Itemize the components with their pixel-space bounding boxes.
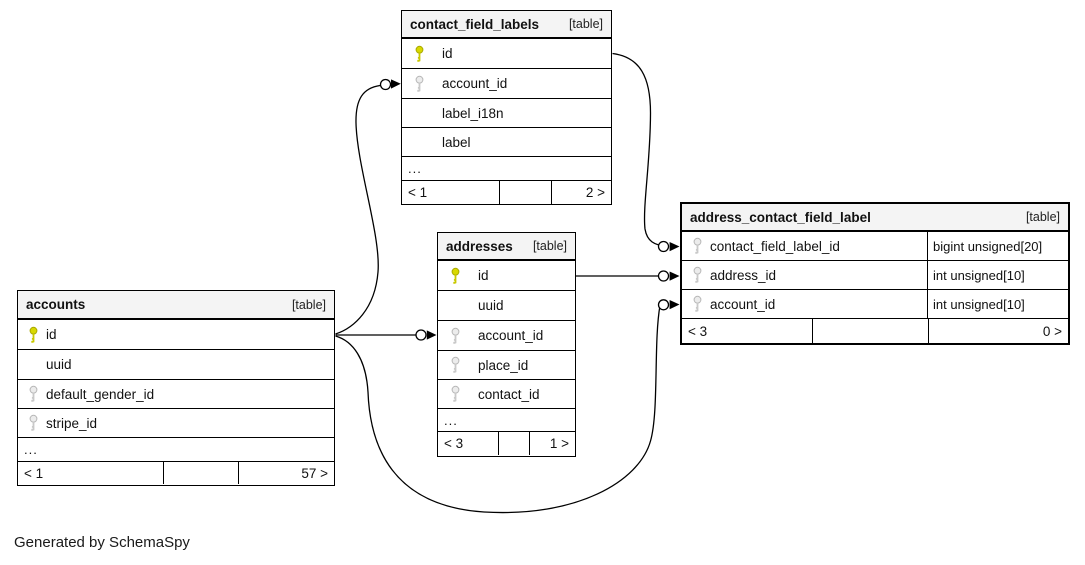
zero-circle-marker xyxy=(657,270,670,282)
table-footer: < 3 0 > xyxy=(682,319,1068,343)
more-columns-indicator: ... xyxy=(402,157,611,181)
column-name: label xyxy=(442,134,471,150)
column-row: uuid xyxy=(438,291,575,321)
table-name[interactable]: addresses xyxy=(446,238,513,254)
footer-spacer xyxy=(163,462,238,484)
foreign-key-icon xyxy=(450,327,461,344)
column-row: account_id int unsigned[10] xyxy=(682,290,1068,319)
column-row: place_id xyxy=(438,351,575,380)
foreign-key-icon xyxy=(414,75,425,92)
zero-circle-marker xyxy=(657,240,670,253)
zero-circle-marker xyxy=(415,329,427,341)
table-name[interactable]: accounts xyxy=(26,297,86,312)
column-name: account_id xyxy=(442,76,508,91)
table-badge: [table] xyxy=(1025,210,1060,224)
children-count: < 1 xyxy=(408,185,428,200)
table-footer: < 3 1 > xyxy=(438,432,575,455)
column-name: id xyxy=(442,46,453,61)
table-address-contact-field-label[interactable]: address_contact_field_label [table] cont… xyxy=(680,202,1070,345)
children-count: < 3 xyxy=(688,323,708,339)
column-row: contact_field_label_id bigint unsigned[2… xyxy=(682,232,1068,261)
table-header[interactable]: accounts [table] xyxy=(18,291,334,320)
table-header[interactable]: addresses [table] xyxy=(438,233,575,261)
column-row: contact_id xyxy=(438,380,575,409)
arrowhead-icon xyxy=(669,271,680,281)
column-row: account_id xyxy=(402,69,611,99)
zero-circle-marker xyxy=(379,78,392,91)
footer-spacer xyxy=(812,319,928,343)
parents-count: 2 > xyxy=(551,181,611,204)
table-footer: < 1 2 > xyxy=(402,181,611,204)
table-footer: < 1 57 > xyxy=(18,462,334,484)
primary-key-icon xyxy=(414,45,425,62)
column-name: uuid xyxy=(46,357,72,372)
column-name: place_id xyxy=(478,357,529,373)
column-row: address_id int unsigned[10] xyxy=(682,261,1068,290)
parents-count: 1 > xyxy=(529,432,575,455)
column-name: label_i18n xyxy=(442,105,504,121)
more-columns-indicator: ... xyxy=(438,409,575,432)
column-row: default_gender_id xyxy=(18,380,334,409)
column-name: id xyxy=(46,327,57,342)
arrowhead-icon xyxy=(669,242,680,252)
table-badge: [table] xyxy=(532,239,567,253)
column-row: label_i18n xyxy=(402,99,611,128)
foreign-key-icon xyxy=(28,385,39,403)
column-name: account_id xyxy=(478,328,544,343)
table-header[interactable]: contact_field_labels [table] xyxy=(402,11,611,39)
table-badge: [table] xyxy=(291,297,326,312)
column-type: int unsigned[10] xyxy=(927,290,1068,318)
table-name[interactable]: address_contact_field_label xyxy=(690,209,871,225)
parents-count: 57 > xyxy=(238,462,334,484)
foreign-key-icon xyxy=(692,266,703,284)
column-name: contact_id xyxy=(478,386,540,402)
generator-caption: Generated by SchemaSpy xyxy=(14,534,190,551)
foreign-key-icon xyxy=(692,237,703,255)
relationship-line-contact-field-labels-address-contact-field-label xyxy=(612,52,669,248)
arrowhead-icon xyxy=(669,300,680,310)
table-accounts[interactable]: accounts [table] id uuid default_gender_… xyxy=(17,290,335,486)
footer-spacer xyxy=(498,432,529,455)
children-count: < 3 xyxy=(444,436,464,451)
column-row: id xyxy=(18,320,334,350)
column-name: address_id xyxy=(710,267,777,283)
table-contact-field-labels[interactable]: contact_field_labels [table] id account_… xyxy=(401,10,612,205)
foreign-key-icon xyxy=(28,414,39,432)
parents-count: 0 > xyxy=(928,319,1068,343)
footer-spacer xyxy=(499,181,551,204)
column-name: default_gender_id xyxy=(46,386,155,402)
table-name[interactable]: contact_field_labels xyxy=(410,16,540,32)
column-type: bigint unsigned[20] xyxy=(927,232,1068,260)
column-row: id xyxy=(438,261,575,291)
column-row: stripe_id xyxy=(18,409,334,438)
foreign-key-icon xyxy=(450,385,461,403)
column-name: uuid xyxy=(478,298,504,313)
column-name: account_id xyxy=(710,296,776,312)
more-columns-indicator: ... xyxy=(18,438,334,462)
relationship-line-accounts-address-contact-field-label xyxy=(335,304,669,514)
table-header[interactable]: address_contact_field_label [table] xyxy=(682,204,1068,232)
zero-circle-marker xyxy=(657,299,670,311)
column-row: account_id xyxy=(438,321,575,351)
foreign-key-icon xyxy=(692,295,703,313)
primary-key-icon xyxy=(450,267,461,284)
column-row: label xyxy=(402,128,611,157)
arrowhead-icon xyxy=(426,330,437,340)
foreign-key-icon xyxy=(450,356,461,374)
relationship-line-accounts-contact-field-labels xyxy=(335,84,381,335)
table-addresses[interactable]: addresses [table] id uuid account_id pla… xyxy=(437,232,576,457)
arrowhead-icon xyxy=(391,79,401,89)
column-type: int unsigned[10] xyxy=(927,261,1068,289)
column-name: stripe_id xyxy=(46,415,98,431)
children-count: < 1 xyxy=(24,465,44,481)
column-name: id xyxy=(478,268,489,283)
table-badge: [table] xyxy=(568,17,603,31)
column-row: uuid xyxy=(18,350,334,380)
column-name: contact_field_label_id xyxy=(710,238,840,254)
primary-key-icon xyxy=(28,326,39,343)
column-row: id xyxy=(402,39,611,69)
